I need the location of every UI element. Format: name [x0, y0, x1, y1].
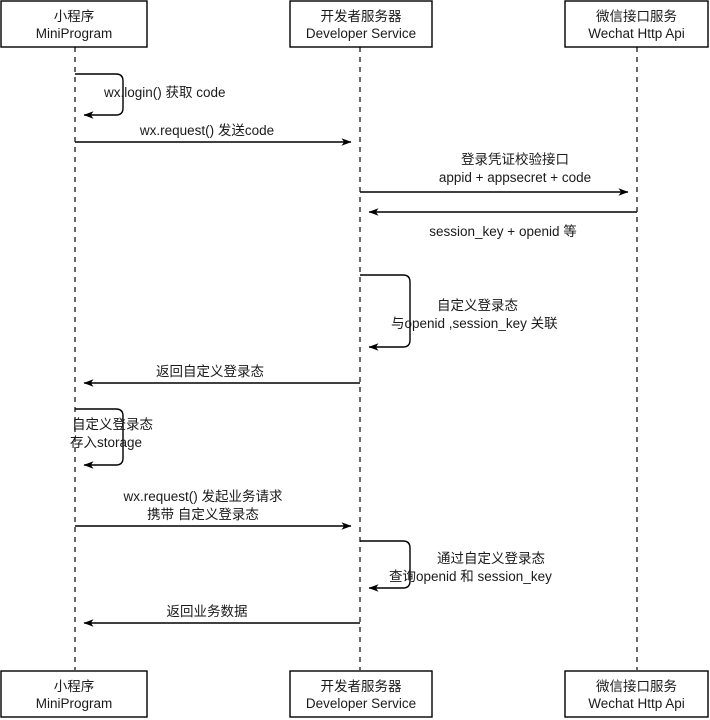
- message-self-wx-login[interactable]: wx.login() 获取 code: [75, 73, 226, 119]
- message-label: wx.request() 发送code: [139, 123, 274, 138]
- message-label-line-1: 通过自定义登录态: [437, 551, 545, 566]
- message-return-custom-login-state[interactable]: 返回自定义登录态: [83, 364, 360, 387]
- actor-footer-developer-service[interactable]: 开发者服务器 Developer Service: [289, 670, 433, 718]
- message-self-store-login-state[interactable]: 自定义登录态 存入storage: [70, 408, 153, 469]
- message-label-line-2: appid + appsecret + code: [439, 170, 591, 185]
- actor-title-en: Wechat Http Api: [588, 26, 685, 41]
- message-self-query-openid-session-key[interactable]: 通过自定义登录态 查询openid 和 session_key: [360, 540, 552, 592]
- message-call-wx-request-code[interactable]: wx.request() 发送code: [75, 123, 352, 146]
- actor-header-wechat-http-api[interactable]: 微信接口服务 Wechat Http Api: [564, 0, 709, 48]
- message-return-business-data[interactable]: 返回业务数据: [83, 604, 360, 627]
- message-label-line-2: 存入storage: [70, 435, 142, 450]
- message-call-business-request[interactable]: wx.request() 发起业务请求 携带 自定义登录态: [75, 489, 352, 530]
- actor-title-en: MiniProgram: [36, 26, 113, 41]
- actor-title-cn: 微信接口服务: [596, 8, 677, 24]
- actor-header-developer-service[interactable]: 开发者服务器 Developer Service: [289, 0, 433, 48]
- message-label-line-2: 与openid ,session_key 关联: [391, 316, 558, 331]
- message-label-line-1: 登录凭证校验接口: [461, 151, 569, 167]
- actor-title-cn: 开发者服务器: [321, 9, 402, 24]
- message-self-custom-login-state-associate[interactable]: 自定义登录态 与openid ,session_key 关联: [360, 274, 558, 351]
- message-call-login-credential-check[interactable]: 登录凭证校验接口 appid + appsecret + code: [360, 151, 629, 196]
- message-label-line-2: 携带 自定义登录态: [147, 507, 259, 522]
- message-label: session_key + openid 等: [429, 223, 576, 239]
- actor-title-cn: 小程序: [54, 9, 95, 24]
- actor-header-miniprogram[interactable]: 小程序 MiniProgram: [0, 0, 148, 48]
- message-return-session-key-openid[interactable]: session_key + openid 等: [368, 208, 637, 239]
- message-label-line-1: wx.request() 发起业务请求: [122, 489, 283, 504]
- actor-title-en: Developer Service: [306, 696, 416, 711]
- message-label-line-1: 自定义登录态: [72, 417, 153, 432]
- actor-title-cn: 微信接口服务: [596, 678, 677, 694]
- message-label-line-2: 查询openid 和 session_key: [389, 569, 552, 584]
- message-label: 返回业务数据: [167, 604, 248, 619]
- actor-title-en: MiniProgram: [36, 696, 113, 711]
- message-label: wx.login() 获取 code: [103, 85, 226, 100]
- actor-footer-miniprogram[interactable]: 小程序 MiniProgram: [0, 670, 148, 718]
- message-label-line-1: 自定义登录态: [437, 298, 518, 313]
- actor-title-en: Developer Service: [306, 26, 416, 41]
- message-label: 返回自定义登录态: [156, 364, 264, 379]
- actor-title-en: Wechat Http Api: [588, 696, 685, 711]
- actor-title-cn: 开发者服务器: [321, 679, 402, 694]
- actor-footer-wechat-http-api[interactable]: 微信接口服务 Wechat Http Api: [564, 670, 709, 718]
- actor-title-cn: 小程序: [54, 679, 95, 694]
